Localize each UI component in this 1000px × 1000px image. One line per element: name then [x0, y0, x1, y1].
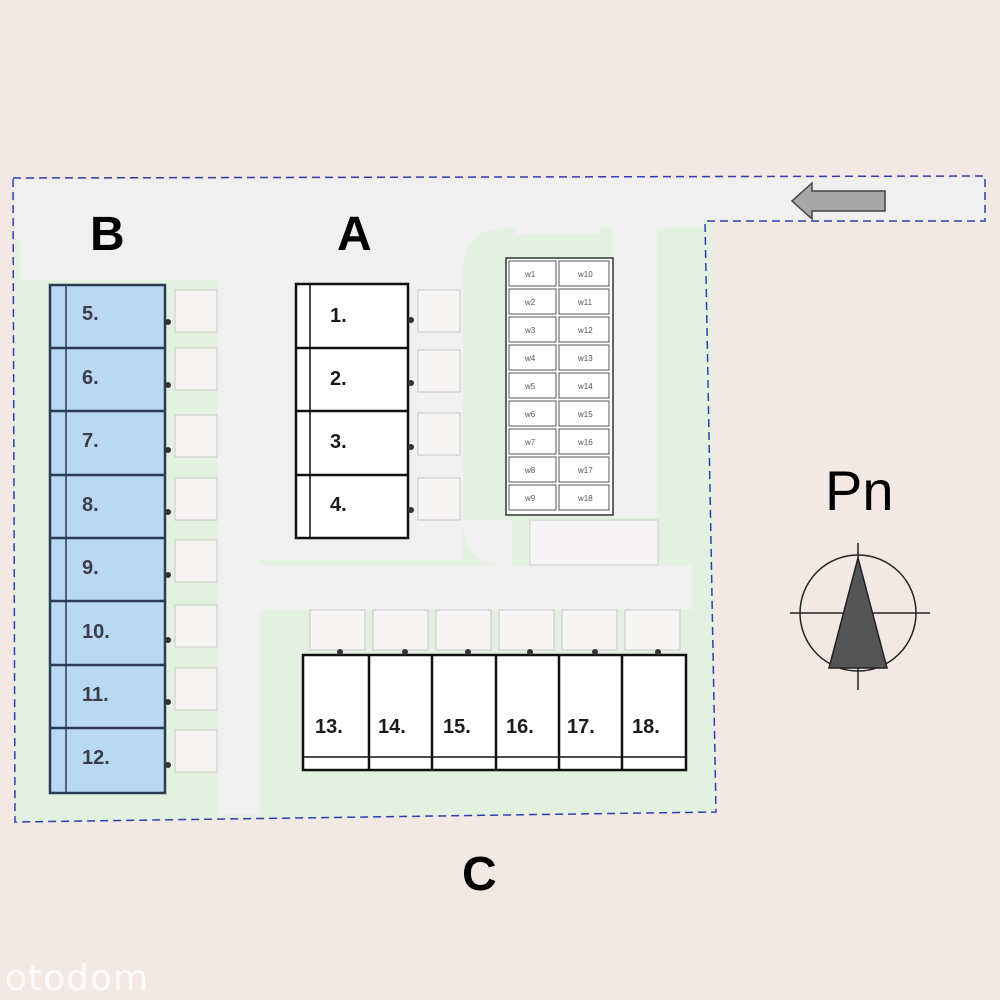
block-c-stalls: [309, 609, 681, 651]
block-b-stalls: [174, 289, 218, 773]
storage-w1[interactable]: w1: [524, 270, 536, 279]
unit-9-label[interactable]: 9.: [82, 557, 99, 579]
section-b-label: B: [90, 208, 125, 261]
block-c: 13. 14. 15. 16. 17. 18.: [301, 649, 688, 772]
unit-5-label[interactable]: 5.: [82, 303, 99, 325]
storage-w12[interactable]: w12: [577, 326, 593, 335]
section-a-label: A: [337, 208, 372, 261]
unit-10-label[interactable]: 10.: [82, 621, 110, 643]
storage-w8[interactable]: w8: [524, 466, 536, 475]
storage-w18[interactable]: w18: [577, 494, 593, 503]
section-c-label: C: [462, 848, 497, 901]
storage-w14[interactable]: w14: [577, 382, 593, 391]
entrance-arrow-icon: [790, 181, 886, 221]
storage-w13[interactable]: w13: [577, 354, 593, 363]
storage-w11[interactable]: w11: [577, 298, 593, 307]
storage-w10[interactable]: w10: [577, 270, 593, 279]
storage-w4[interactable]: w4: [524, 354, 536, 363]
storage-w7[interactable]: w7: [524, 438, 536, 447]
unit-7-label[interactable]: 7.: [82, 430, 99, 452]
unit-6-label[interactable]: 6.: [82, 367, 99, 389]
storage-w5[interactable]: w5: [524, 382, 536, 391]
unit-8-label[interactable]: 8.: [82, 494, 99, 516]
block-a: 1. 2. 3. 4.: [294, 282, 414, 540]
unit-17-label[interactable]: 17.: [567, 716, 595, 738]
storage-w6[interactable]: w6: [524, 410, 536, 419]
north-label: Pn: [825, 459, 894, 522]
unit-12-label[interactable]: 12.: [82, 747, 110, 769]
block-a-stalls: [417, 289, 461, 521]
unit-16-label[interactable]: 16.: [506, 716, 534, 738]
watermark-logo: otodom: [5, 958, 149, 999]
unit-18-label[interactable]: 18.: [632, 716, 660, 738]
storage-w3[interactable]: w3: [524, 326, 536, 335]
unit-15-label[interactable]: 15.: [443, 716, 471, 738]
storage-w9[interactable]: w9: [524, 494, 536, 503]
unit-3-label[interactable]: 3.: [330, 431, 347, 453]
unit-1-label[interactable]: 1.: [330, 305, 347, 327]
unit-13-label[interactable]: 13.: [315, 716, 343, 738]
unit-11-label[interactable]: 11.: [82, 684, 109, 706]
storage-w17[interactable]: w17: [577, 466, 593, 475]
storage-w15[interactable]: w15: [577, 410, 593, 419]
unit-14-label[interactable]: 14.: [378, 716, 406, 738]
north-compass-icon: [790, 543, 930, 690]
unit-4-label[interactable]: 4.: [330, 494, 347, 516]
block-b: 5. 6. 7. 8. 9. 10. 11. 12.: [48, 283, 171, 795]
storage-w2[interactable]: w2: [524, 298, 536, 307]
storage-w16[interactable]: w16: [577, 438, 593, 447]
internal-roads: [15, 178, 985, 815]
storage-grid: w1 w2 w3 w4 w5 w6 w7 w8 w9 w10 w11 w12 w…: [505, 257, 614, 516]
site-boundary: [12, 175, 986, 823]
unit-2-label[interactable]: 2.: [330, 368, 347, 390]
